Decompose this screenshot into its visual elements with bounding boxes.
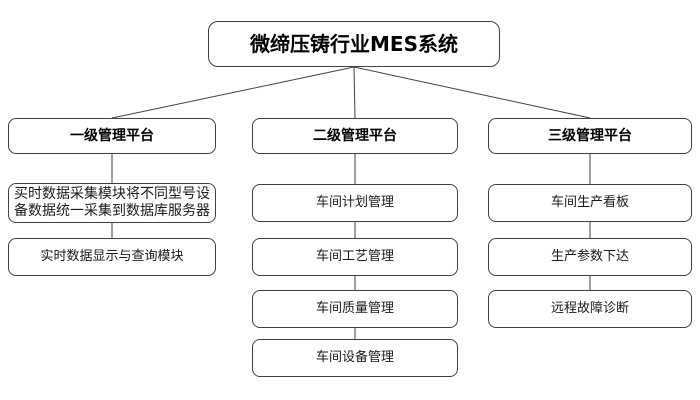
node-level1-platform: 一级管理平台 [8,118,216,154]
node-workshop-quality-management: 车间质量管理 [252,290,458,328]
node-realtime-display-query-module: 实时数据显示与查询模块 [8,238,216,276]
node-workshop-production-kanban: 车间生产看板 [488,184,692,222]
node-remote-fault-diagnosis: 远程故障诊断 [488,290,692,328]
node-production-parameter-delivery: 生产参数下达 [488,238,692,276]
node-workshop-plan-management: 车间计划管理 [252,184,458,222]
node-workshop-process-management: 车间工艺管理 [252,238,458,276]
node-level2-platform: 二级管理平台 [252,118,458,154]
node-workshop-equipment-management: 车间设备管理 [252,339,458,377]
node-level3-platform: 三级管理平台 [488,118,692,154]
node-data-collection-module: 买时数据采集模块将不同型号设备数据统一采集到数据库服务器 [8,183,216,223]
node-mes-system-title: 微缔压铸行业MES系统 [208,21,500,67]
